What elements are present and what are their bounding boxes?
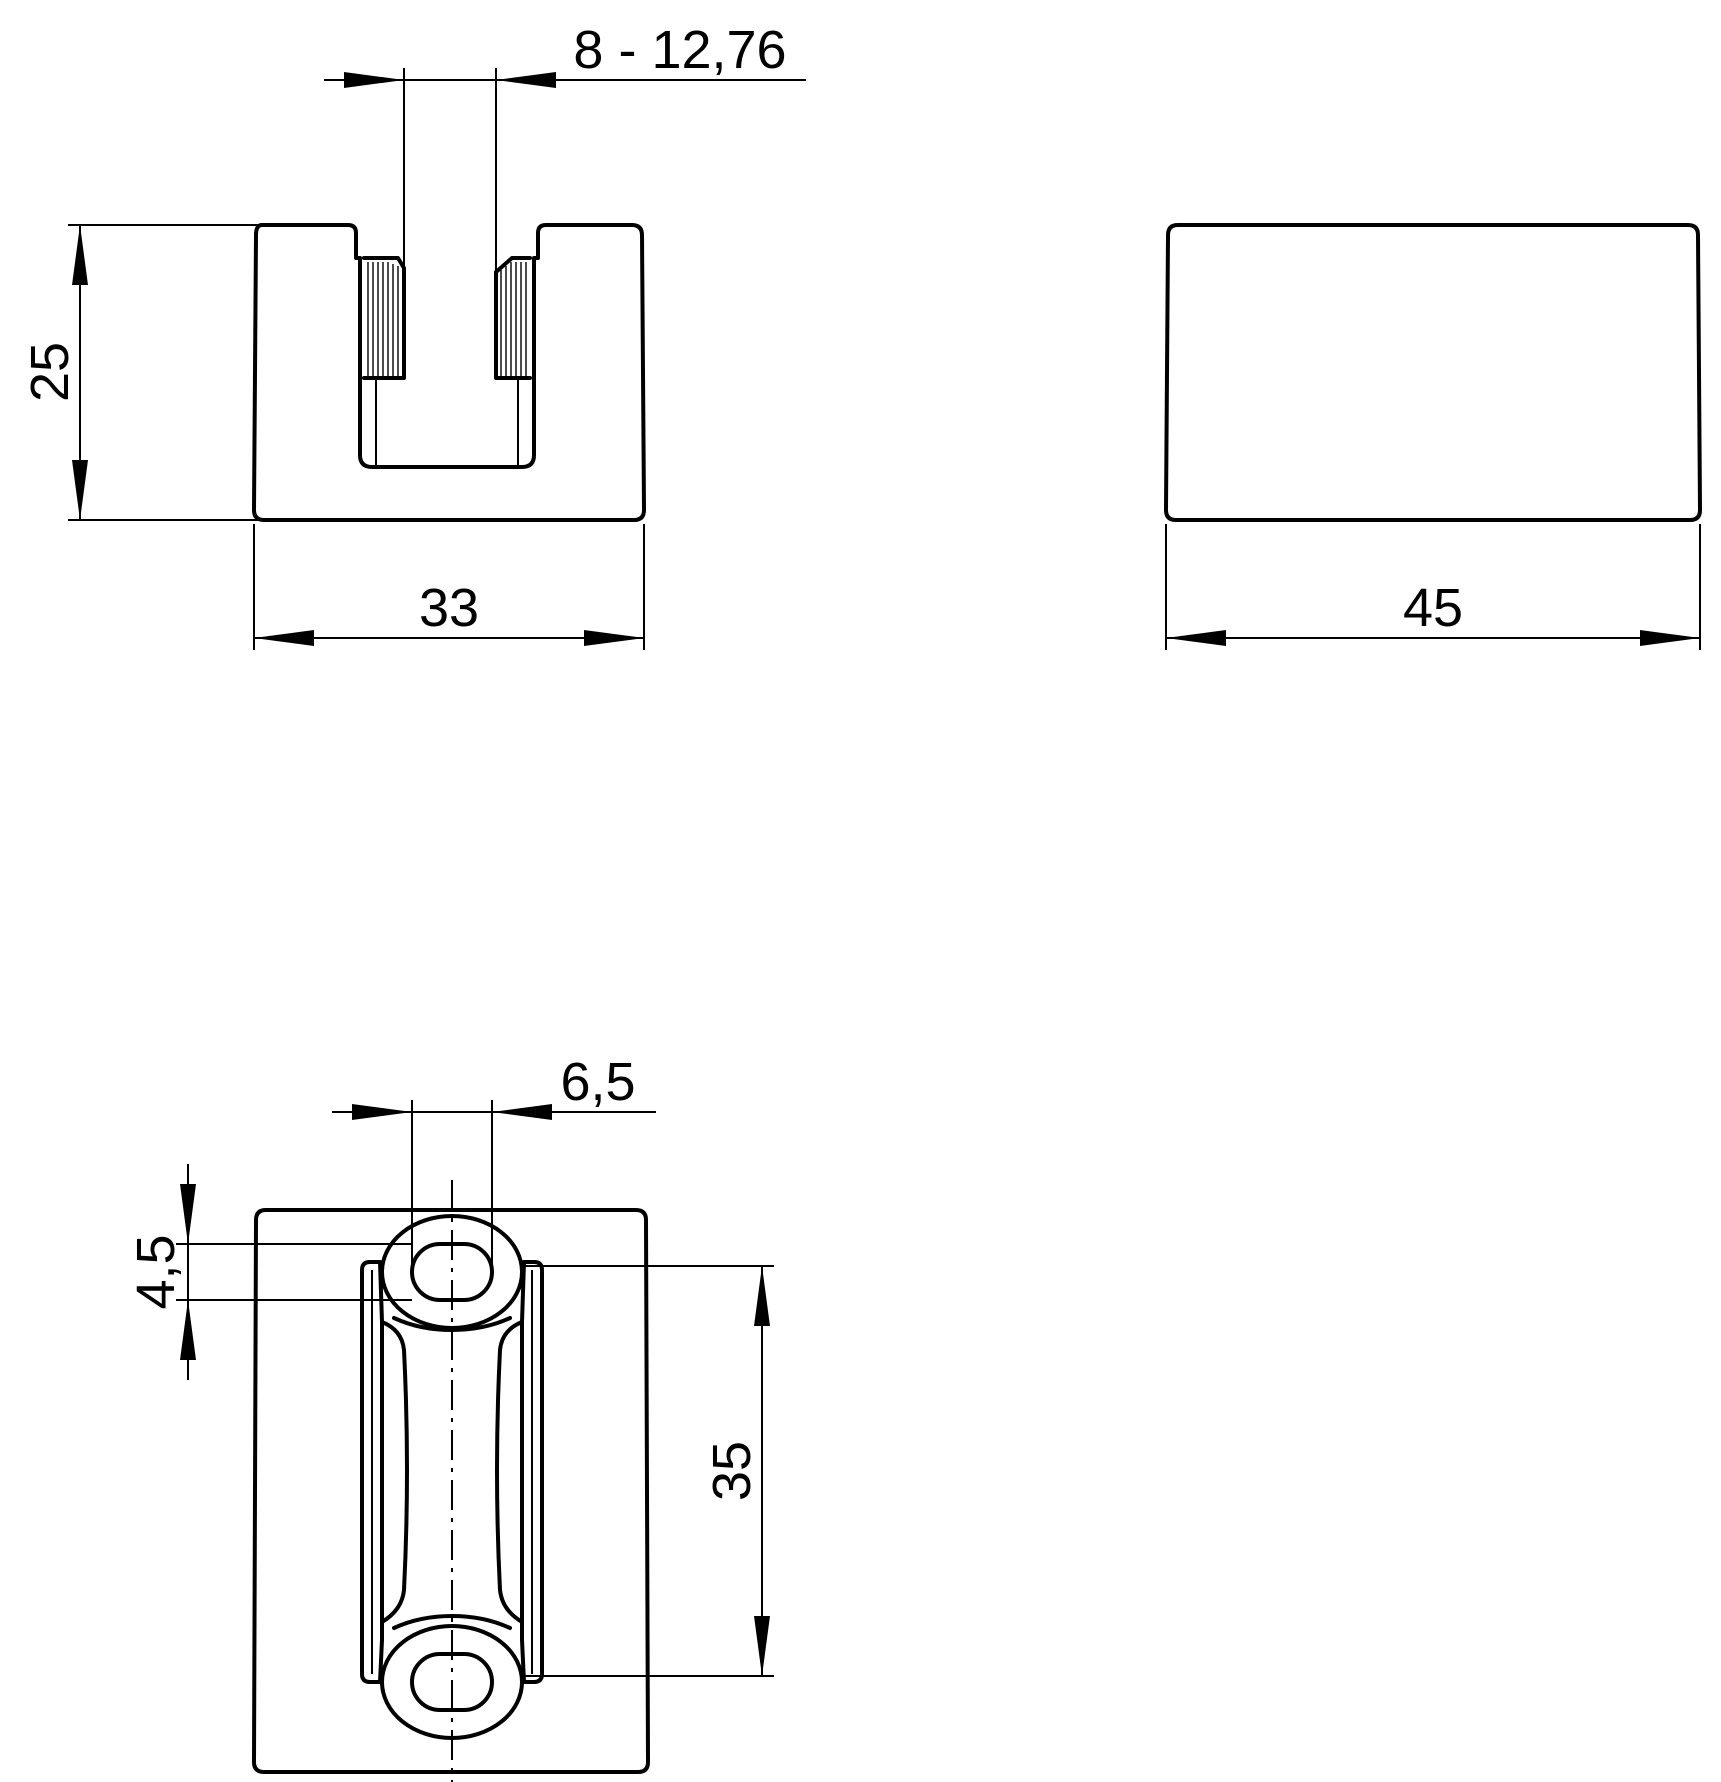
bottom-mounting-hole xyxy=(380,1624,524,1740)
dimension-label-hole-width: 4,5 xyxy=(126,1234,186,1309)
front-view-outline xyxy=(252,223,646,522)
clamp-bar xyxy=(360,1260,544,1684)
front-view: 8 - 12,76 25 33 xyxy=(20,20,806,650)
dimension-slot-width: 8 - 12,76 xyxy=(324,20,806,272)
left-clamp-jaw xyxy=(362,256,406,380)
dimension-length-side: 45 xyxy=(1165,524,1701,650)
right-clamp-jaw xyxy=(494,256,532,380)
dimension-hole-spacing-y: 35 xyxy=(520,1265,774,1677)
dimension-label-slot-width: 8 - 12,76 xyxy=(573,20,786,80)
dimension-label-hole-spacing-x: 6,5 xyxy=(560,1052,635,1112)
dimension-label-hole-spacing-y: 35 xyxy=(702,1441,762,1501)
dimension-width-front: 33 xyxy=(253,524,645,650)
side-view: 45 xyxy=(1164,223,1702,650)
dimension-hole-width: 4,5 xyxy=(126,1164,412,1380)
dimension-label-width-front: 33 xyxy=(419,578,479,638)
dimension-hole-spacing-x: 6,5 xyxy=(332,1052,656,1272)
top-view-outline xyxy=(252,1208,650,1774)
side-view-outline xyxy=(1164,223,1702,522)
slot-inner-edges xyxy=(375,380,519,468)
dimension-label-length-side: 45 xyxy=(1403,578,1463,638)
top-view: 6,5 4,5 35 xyxy=(126,1052,774,1782)
dimension-height: 25 xyxy=(20,224,258,521)
dimension-label-height: 25 xyxy=(20,342,80,402)
